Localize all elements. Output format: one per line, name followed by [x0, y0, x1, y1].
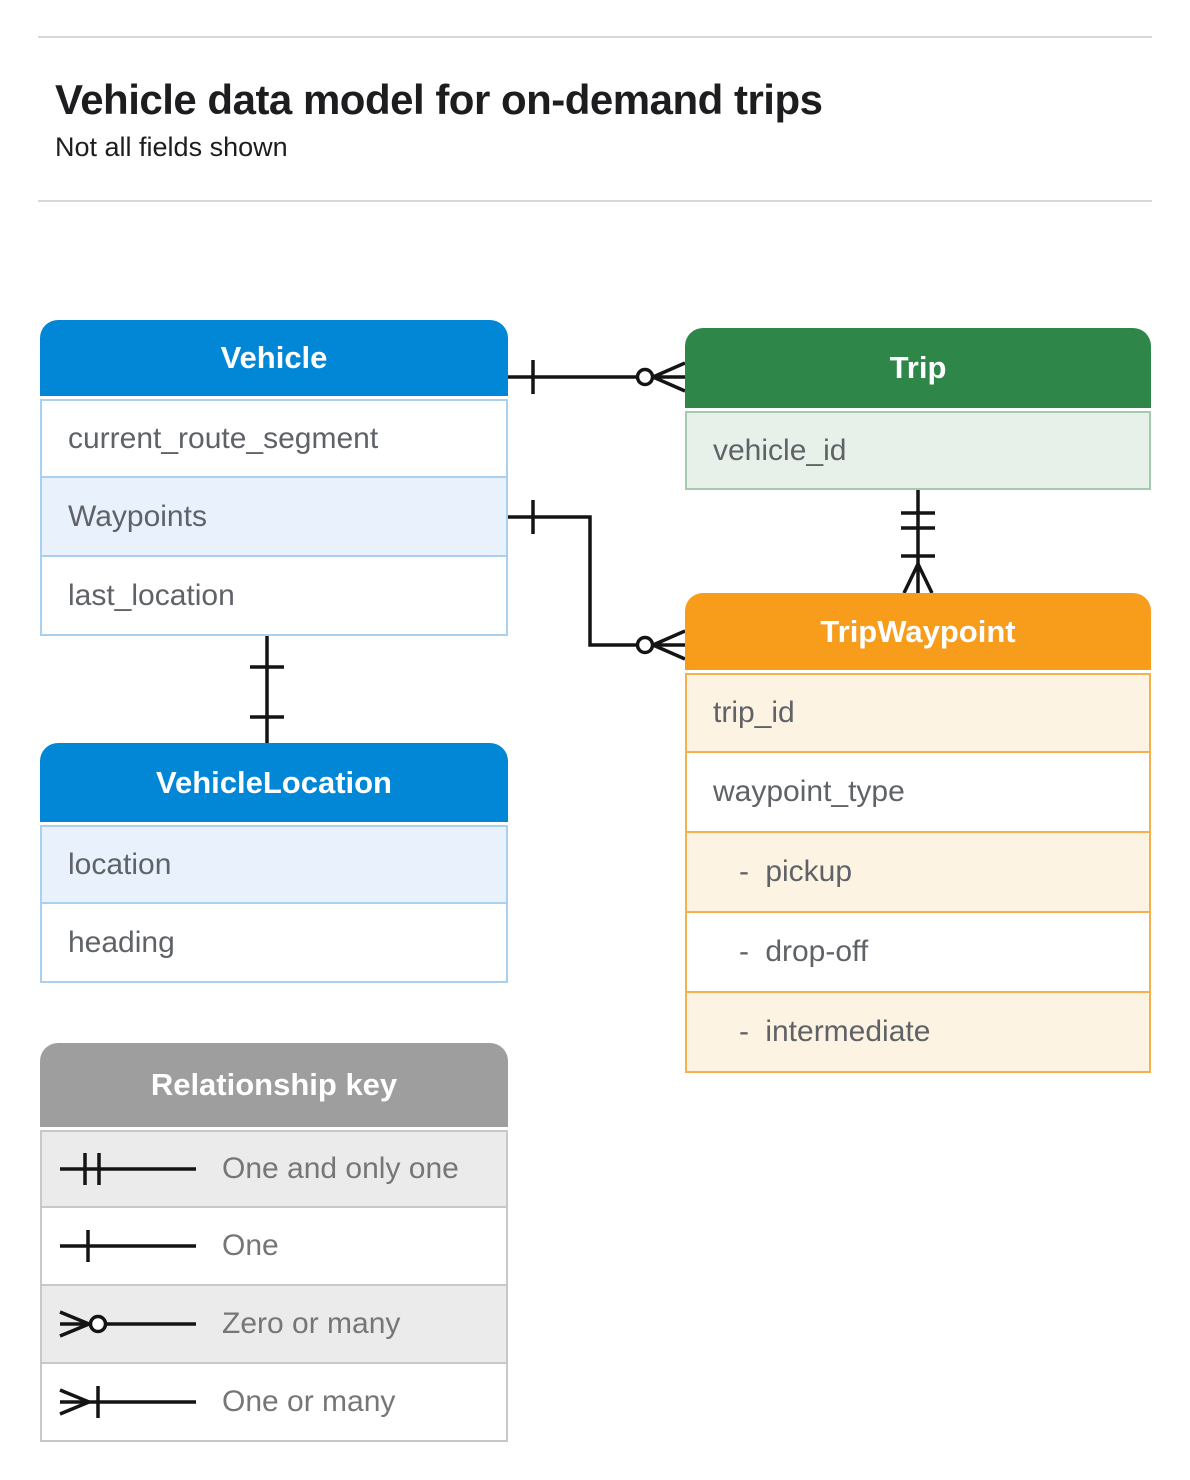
connector-waypoints-tripwaypoint [508, 500, 686, 661]
one-or-many-icon [59, 1386, 196, 1418]
key-label: One [222, 1229, 279, 1262]
crow-foot [902, 563, 934, 594]
entity-vehicle-title: Vehicle [40, 320, 508, 396]
entity-trip-title: Trip [685, 328, 1151, 408]
crow-foot [652, 361, 686, 393]
zero-ring [635, 367, 655, 387]
connector-vehicle-trip [508, 360, 686, 394]
key-row-zero-or-many: Zero or many [40, 1286, 508, 1364]
entity-vehiclelocation-title: VehicleLocation [40, 743, 508, 822]
one-and-only-one-ticks [901, 511, 935, 530]
field-trip-id: trip_id [685, 673, 1151, 753]
key-row-one-and-only-one: One and only one [40, 1130, 508, 1208]
header-divider [38, 200, 1152, 202]
top-divider [38, 36, 1152, 38]
entity-tripwaypoint: TripWaypoint trip_id waypoint_type - pic… [685, 593, 1151, 1073]
zero-ring [635, 635, 655, 655]
page-subtitle: Not all fields shown [55, 132, 288, 162]
key-row-one-or-many: One or many [40, 1364, 508, 1442]
zero-or-many-icon [59, 1310, 196, 1338]
field-heading: heading [40, 904, 508, 983]
key-label: One or many [222, 1385, 396, 1418]
field-current-route-segment: current_route_segment [40, 399, 508, 478]
entity-vehicle: Vehicle current_route_segment Waypoints … [40, 320, 508, 636]
field-waypoint-type: waypoint_type [685, 753, 1151, 833]
relationship-key: Relationship key One and only one One [40, 1043, 508, 1442]
enum-drop-off: - drop-off [685, 913, 1151, 993]
connector-vehicle-vehiclelocation [250, 636, 284, 743]
key-label: One and only one [222, 1152, 459, 1185]
entity-vehiclelocation: VehicleLocation location heading [40, 743, 508, 983]
key-row-one: One [40, 1208, 508, 1286]
page-title: Vehicle data model for on-demand trips [55, 76, 823, 123]
field-location: location [40, 825, 508, 904]
field-waypoints: Waypoints [40, 478, 508, 557]
one-icon [60, 1230, 196, 1262]
enum-pickup: - pickup [685, 833, 1151, 913]
crow-foot [652, 629, 686, 661]
field-last-location: last_location [40, 557, 508, 636]
key-label: Zero or many [222, 1307, 401, 1340]
entity-trip: Trip vehicle_id [685, 328, 1151, 490]
one-and-only-one-icon [60, 1153, 196, 1185]
entity-tripwaypoint-title: TripWaypoint [685, 593, 1151, 670]
one-ticks [250, 665, 284, 719]
relationship-key-title: Relationship key [40, 1043, 508, 1127]
connector-trip-tripwaypoint [901, 490, 935, 594]
enum-intermediate: - intermediate [685, 993, 1151, 1073]
field-vehicle-id: vehicle_id [685, 411, 1151, 490]
